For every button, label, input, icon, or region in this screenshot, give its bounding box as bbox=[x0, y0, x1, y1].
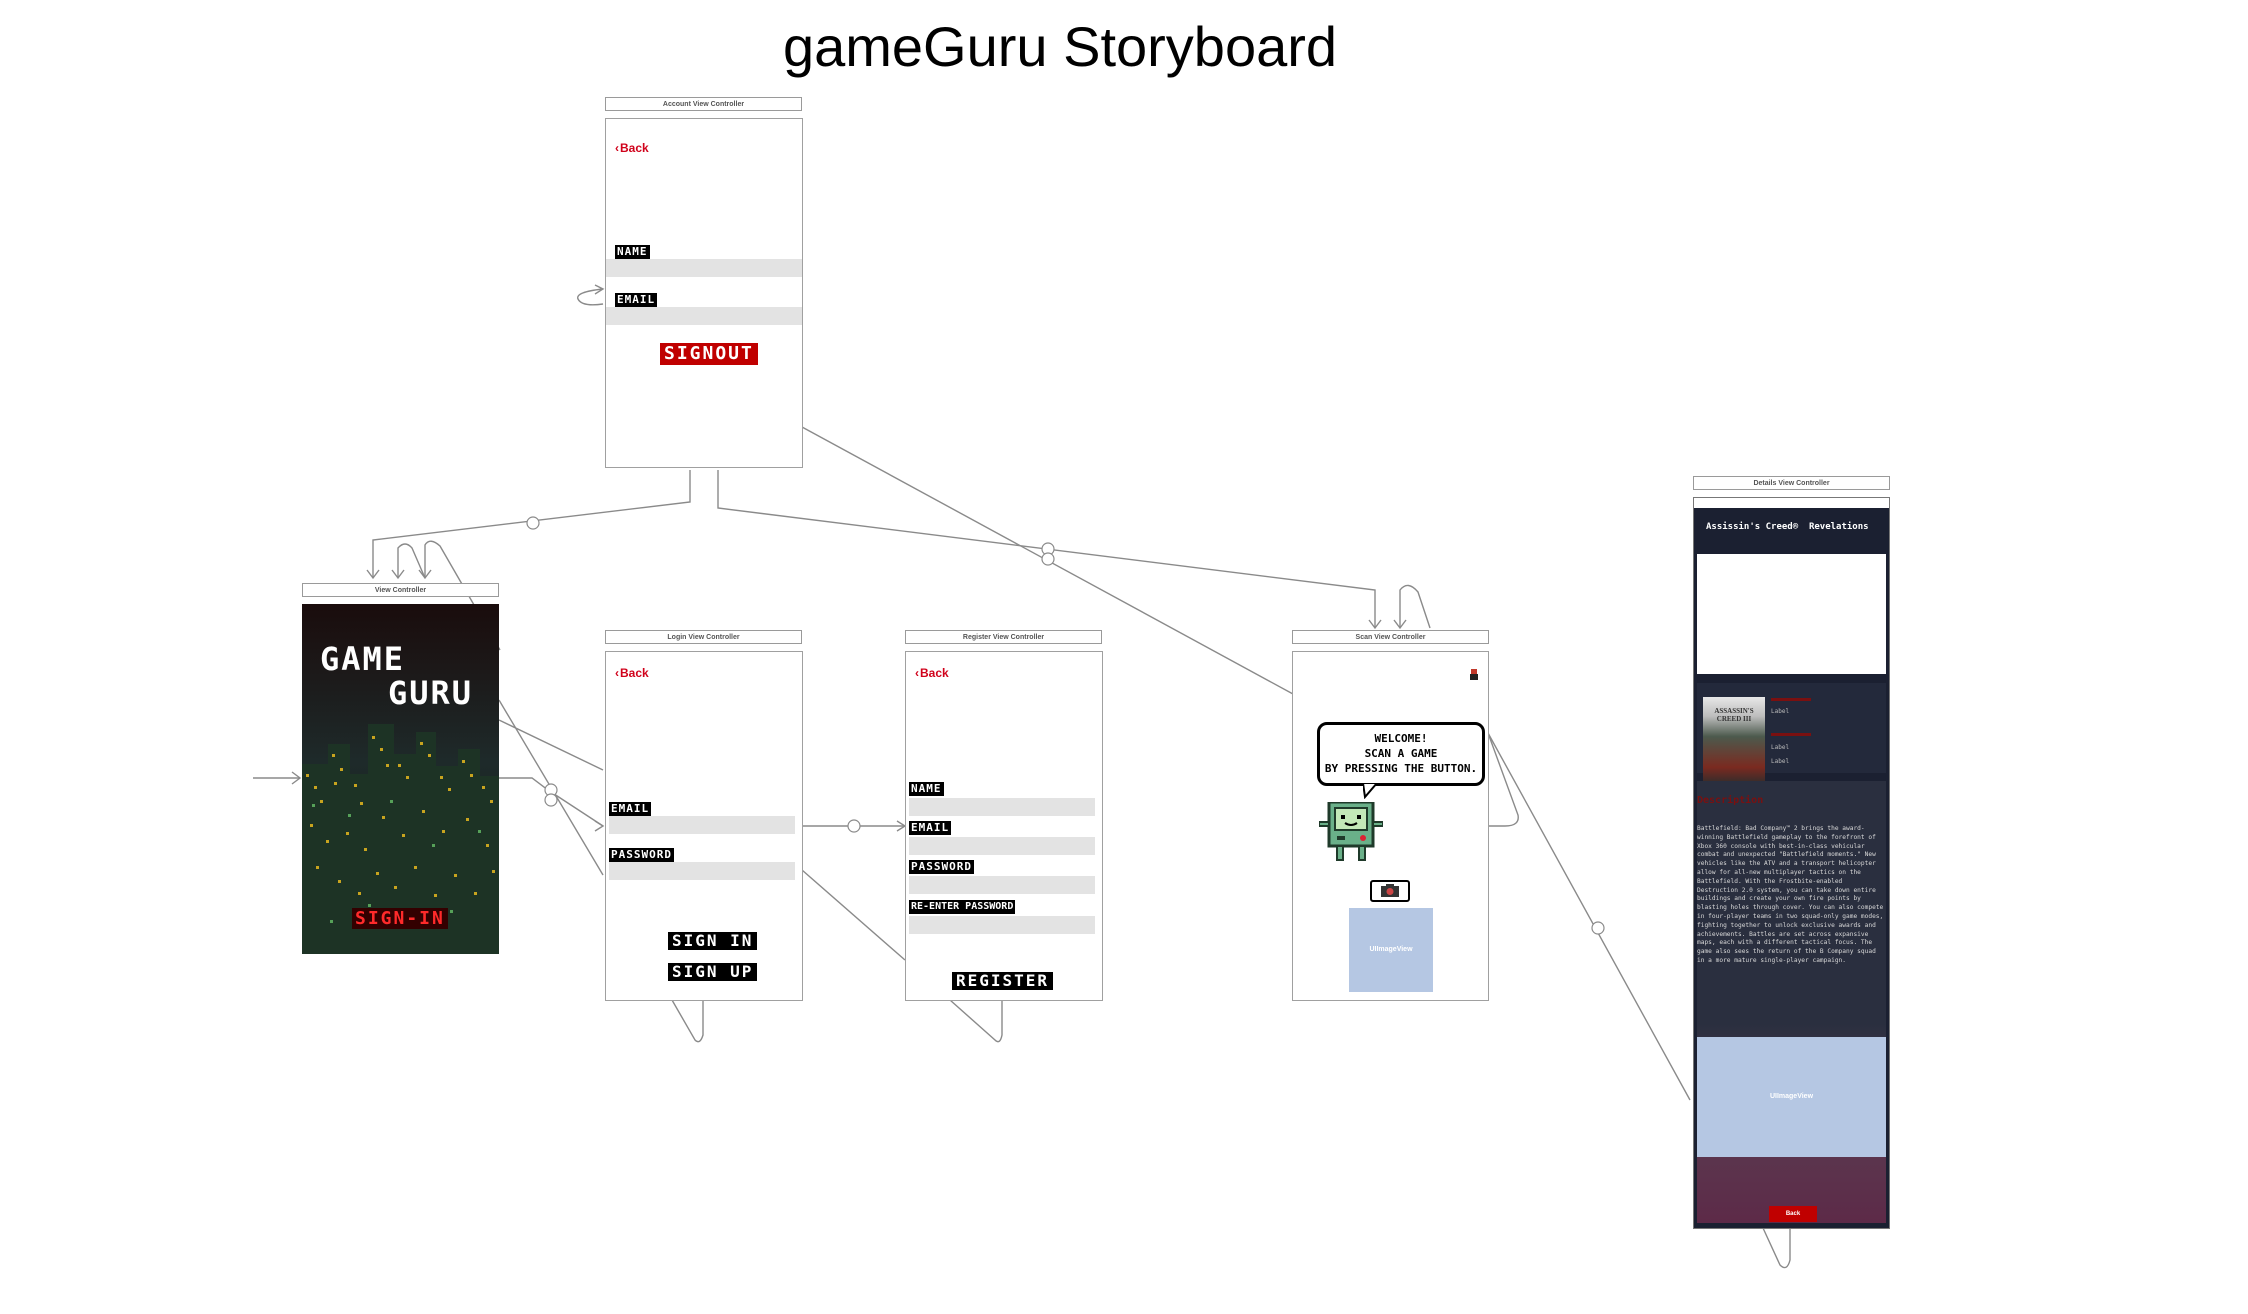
details-back-button[interactable]: Back bbox=[1769, 1206, 1817, 1222]
login-password-label: PASSWORD bbox=[609, 848, 674, 862]
account-view-controller: Back NAME EMAIL SIGNOUT bbox=[605, 118, 803, 468]
register-password-field[interactable] bbox=[909, 876, 1095, 894]
segue-scan-loop bbox=[1399, 584, 1431, 629]
details-image-placeholder: UIImageView bbox=[1697, 1037, 1886, 1157]
segue-scan-to-details bbox=[1487, 732, 1691, 1101]
login-password-field[interactable] bbox=[609, 862, 795, 880]
details-info-panel: ASSASSIN'S CREED III Label Label Label bbox=[1697, 683, 1886, 785]
info-label-2: Label bbox=[1771, 744, 1790, 751]
register-view-controller: Back NAME EMAIL PASSWORD RE-ENTER PASSWO… bbox=[905, 651, 1103, 1001]
account-name-field[interactable] bbox=[606, 259, 802, 277]
details-web-panel bbox=[1697, 554, 1886, 674]
account-back-button[interactable]: Back bbox=[615, 141, 649, 155]
register-reenter-label: RE-ENTER PASSWORD bbox=[909, 900, 1016, 914]
main-view-controller: GAME GURU SIGN-IN bbox=[302, 604, 499, 954]
segue-main-return-2 bbox=[424, 540, 501, 651]
description-text: Battlefield: Bad Company™ 2 brings the a… bbox=[1697, 825, 1884, 964]
main-signin-button[interactable]: SIGN-IN bbox=[352, 908, 448, 929]
info-red-label-2 bbox=[1771, 733, 1811, 736]
app-logo-line1: GAME bbox=[320, 640, 406, 678]
login-vc-header: Login View Controller bbox=[605, 630, 802, 644]
details-top-strip bbox=[1694, 498, 1889, 508]
bubble-tail bbox=[1363, 783, 1379, 799]
info-label-1: Label bbox=[1771, 708, 1790, 715]
account-name-label: NAME bbox=[615, 245, 650, 259]
camera-scan-button[interactable] bbox=[1370, 880, 1410, 902]
register-password-label: PASSWORD bbox=[909, 860, 974, 874]
bubble-line2: SCAN A GAME bbox=[1364, 747, 1438, 760]
signout-button[interactable]: SIGNOUT bbox=[660, 343, 758, 365]
register-button[interactable]: REGISTER bbox=[952, 972, 1054, 990]
segue-details-loop bbox=[1762, 1227, 1791, 1269]
login-signup-button[interactable]: SIGN UP bbox=[668, 963, 758, 981]
account-vc-header: Account View Controller bbox=[605, 97, 802, 111]
bubble-line3: BY PRESSING THE BUTTON. bbox=[1324, 762, 1478, 775]
login-email-label: EMAIL bbox=[609, 802, 652, 816]
scan-image-placeholder: UIImageView bbox=[1349, 908, 1433, 992]
game-cover-image: ASSASSIN'S CREED III bbox=[1703, 697, 1765, 785]
description-heading: Description bbox=[1697, 795, 1764, 806]
game-title: Assissin's Creed® Revelations bbox=[1706, 522, 1869, 532]
login-view-controller: Back EMAIL PASSWORD SIGN IN SIGN UP bbox=[605, 651, 803, 1001]
login-email-field[interactable] bbox=[609, 816, 795, 834]
info-red-label-1 bbox=[1771, 698, 1811, 701]
welcome-speech-bubble: WELCOME! SCAN A GAME BY PRESSING THE BUT… bbox=[1317, 722, 1485, 786]
storyboard-title: gameGuru Storyboard bbox=[782, 15, 1338, 78]
segue-main-to-login bbox=[499, 777, 604, 827]
register-email-label: EMAIL bbox=[909, 821, 952, 835]
register-reenter-field[interactable] bbox=[909, 916, 1095, 934]
account-email-field[interactable] bbox=[606, 307, 802, 325]
segue-main-login-3 bbox=[498, 719, 604, 771]
camera-icon bbox=[1381, 884, 1399, 897]
register-name-field[interactable] bbox=[909, 798, 1095, 816]
app-logo-line2: GURU bbox=[388, 674, 474, 712]
login-signin-button[interactable]: SIGN IN bbox=[668, 932, 758, 950]
segue-main-return-1 bbox=[397, 543, 426, 579]
register-vc-header: Register View Controller bbox=[905, 630, 1102, 644]
scan-view-controller: WELCOME! SCAN A GAME BY PRESSING THE BUT… bbox=[1292, 651, 1489, 1001]
robot-mascot-icon bbox=[1318, 800, 1384, 872]
segue-login-loop bbox=[671, 999, 704, 1043]
account-icon[interactable] bbox=[1469, 666, 1479, 680]
login-back-button[interactable]: Back bbox=[615, 666, 649, 680]
game-cover-title: ASSASSIN'S CREED III bbox=[1714, 707, 1754, 723]
main-vc-header: View Controller bbox=[302, 583, 499, 597]
segue-markers bbox=[526, 516, 1605, 935]
details-view-controller: Assissin's Creed® Revelations ASSASSIN'S… bbox=[1693, 497, 1890, 1229]
details-vc-header: Details View Controller bbox=[1693, 476, 1890, 490]
details-lower-panel: Description Battlefield: Bad Company™ 2 … bbox=[1697, 781, 1886, 1223]
info-label-3: Label bbox=[1771, 758, 1790, 765]
register-back-button[interactable]: Back bbox=[915, 666, 949, 680]
segue-account-loop bbox=[577, 288, 604, 306]
register-name-label: NAME bbox=[909, 782, 944, 796]
segue-login-register-2 bbox=[801, 869, 906, 961]
segue-scan-side bbox=[1487, 732, 1519, 827]
bubble-line1: WELCOME! bbox=[1374, 732, 1428, 745]
scan-vc-header: Scan View Controller bbox=[1292, 630, 1489, 644]
account-email-label: EMAIL bbox=[615, 293, 658, 307]
register-email-field[interactable] bbox=[909, 837, 1095, 855]
segue-register-loop bbox=[949, 999, 1003, 1043]
